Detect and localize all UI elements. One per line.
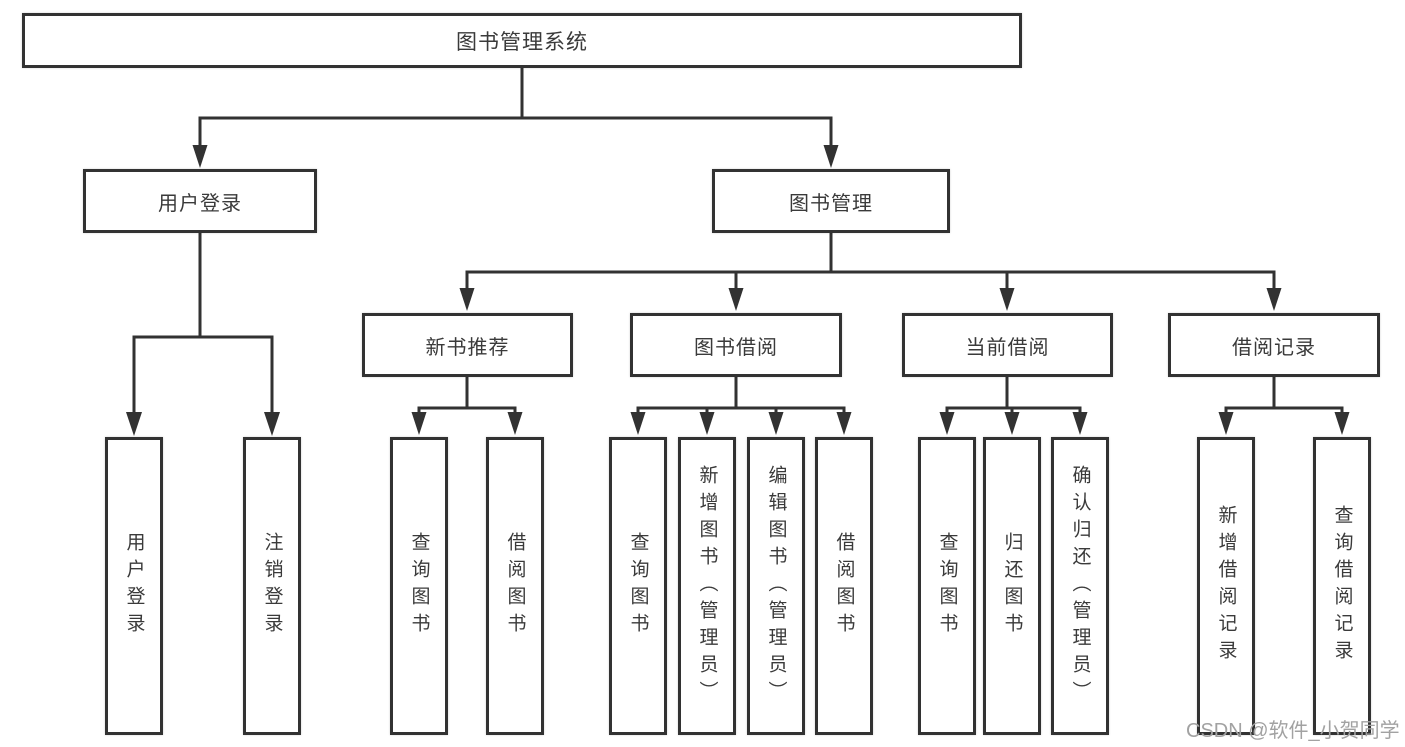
node-label: 查询借阅记录 (1331, 505, 1353, 667)
leaf-query-borrow-record: 查询借阅记录 (1313, 437, 1371, 735)
leaf-borrow-books-2: 借阅图书 (815, 437, 873, 735)
csdn-watermark: CSDN @软件_小贺同学 (1186, 720, 1400, 742)
node-current-borrowing: 当前借阅 (902, 313, 1113, 377)
node-label: 编辑图书（管理员） (765, 464, 787, 708)
node-book-management: 图书管理 (712, 169, 950, 233)
node-label: 查询图书 (936, 532, 958, 640)
node-label: 图书管理系统 (456, 30, 588, 54)
node-borrowing-records: 借阅记录 (1168, 313, 1380, 377)
node-label: 借阅图书 (833, 532, 855, 640)
node-user-login: 用户登录 (83, 169, 317, 233)
node-label: 用户登录 (123, 532, 145, 640)
node-label: 新增借阅记录 (1215, 505, 1237, 667)
node-label: 当前借阅 (965, 336, 1050, 359)
leaf-query-books-2: 查询图书 (609, 437, 667, 735)
leaf-edit-books-admin: 编辑图书（管理员） (747, 437, 805, 735)
node-label: 新书推荐 (425, 336, 510, 359)
leaf-query-books-1: 查询图书 (390, 437, 448, 735)
node-label: 借阅图书 (504, 532, 526, 640)
node-label: 图书借阅 (694, 336, 778, 359)
node-new-book-recommendation: 新书推荐 (362, 313, 573, 377)
leaf-user-login: 用户登录 (105, 437, 163, 735)
node-label: 借阅记录 (1232, 336, 1316, 359)
leaf-add-borrow-record: 新增借阅记录 (1197, 437, 1255, 735)
leaf-query-books-3: 查询图书 (918, 437, 976, 735)
node-label: 查询图书 (627, 532, 649, 640)
leaf-confirm-return-admin: 确认归还（管理员） (1051, 437, 1109, 735)
node-label: 查询图书 (408, 532, 430, 640)
leaf-return-books: 归还图书 (983, 437, 1041, 735)
node-book-borrowing: 图书借阅 (630, 313, 842, 377)
node-root-library-system: 图书管理系统 (22, 13, 1022, 68)
node-label: 归还图书 (1001, 532, 1023, 640)
leaf-borrow-books-1: 借阅图书 (486, 437, 544, 735)
node-label: 新增图书（管理员） (696, 464, 718, 708)
leaf-add-books-admin: 新增图书（管理员） (678, 437, 736, 735)
node-label: 用户登录 (158, 192, 242, 215)
node-label: 图书管理 (789, 192, 873, 215)
node-label: 确认归还（管理员） (1069, 464, 1091, 708)
node-label: 注销登录 (261, 532, 283, 640)
leaf-logout: 注销登录 (243, 437, 301, 735)
